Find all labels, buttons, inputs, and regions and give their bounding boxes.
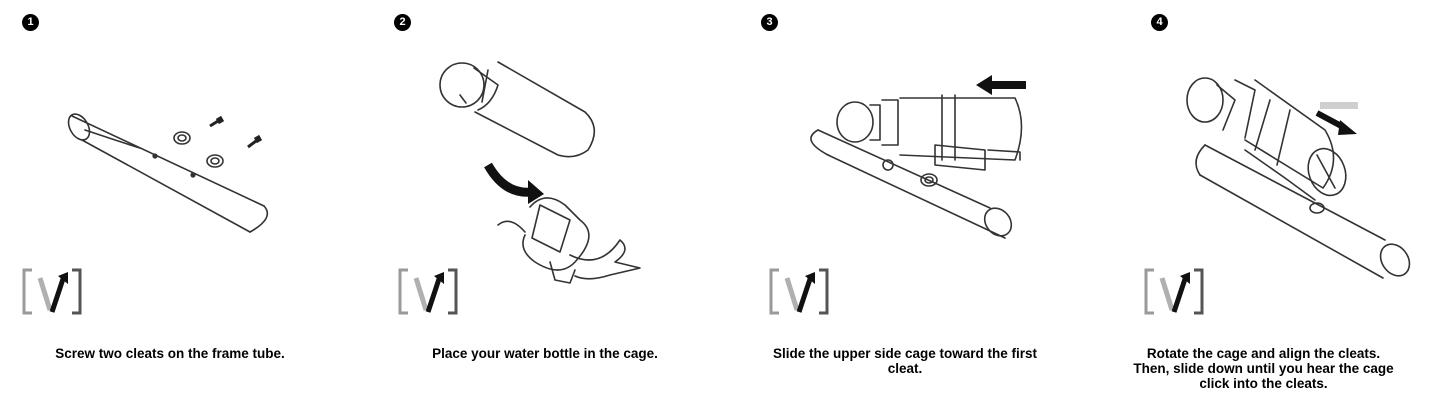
water-bottle-in-cage — [1186, 77, 1347, 201]
step-4-panel: 4 — [1095, 0, 1432, 409]
frame-tube — [1195, 144, 1411, 279]
step-caption: Slide the upper side cage toward the fir… — [730, 346, 1080, 376]
step-number-badge: 2 — [394, 14, 411, 31]
caption-line: Place your water bottle in the cage. — [432, 346, 658, 361]
brand-logo-icon — [22, 268, 82, 315]
arrow-icon — [1315, 102, 1358, 135]
brand-logo-icon — [769, 268, 829, 315]
step-caption: Place your water bottle in the cage. — [370, 346, 720, 361]
step-number-badge: 3 — [761, 14, 778, 31]
step-number-badge: 1 — [22, 14, 39, 31]
screw-icon — [209, 115, 225, 128]
curved-arrow-icon — [484, 162, 544, 204]
caption-line: Rotate the cage and align the cleats. — [1146, 346, 1381, 361]
step-2-panel: 2 — [370, 0, 720, 409]
caption-line: cleat. — [887, 361, 923, 376]
water-bottle-in-cage — [836, 94, 1023, 171]
step-4-illustration — [1144, 77, 1411, 315]
arrow-icon — [976, 75, 1026, 95]
step-3-panel: 3 — [730, 0, 1080, 409]
step-3-illustration — [769, 75, 1026, 315]
step-number-badge: 4 — [1151, 14, 1168, 31]
step-caption: Rotate the cage and align the cleats. Th… — [1095, 346, 1432, 391]
step-1-panel: 1 — [0, 0, 340, 409]
frame-tube — [67, 113, 269, 233]
caption-line: Screw two cleats on the frame tube. — [55, 346, 285, 361]
cleat-icon — [206, 154, 224, 168]
caption-line: Then, slide down until you hear the cage — [1133, 361, 1394, 376]
step-caption: Screw two cleats on the frame tube. — [0, 346, 340, 361]
water-bottle — [439, 61, 596, 158]
step-2-illustration — [398, 61, 641, 315]
frame-tube — [810, 129, 1013, 239]
bottle-cage — [497, 197, 641, 284]
caption-line: Slide the upper side cage toward the fir… — [772, 346, 1038, 361]
step-1-illustration — [22, 113, 269, 315]
cleat-icon — [173, 131, 191, 145]
caption-line: click into the cleats. — [1199, 376, 1328, 391]
brand-logo-icon — [1144, 268, 1204, 315]
screw-icon — [247, 134, 263, 149]
brand-logo-icon — [398, 268, 458, 315]
